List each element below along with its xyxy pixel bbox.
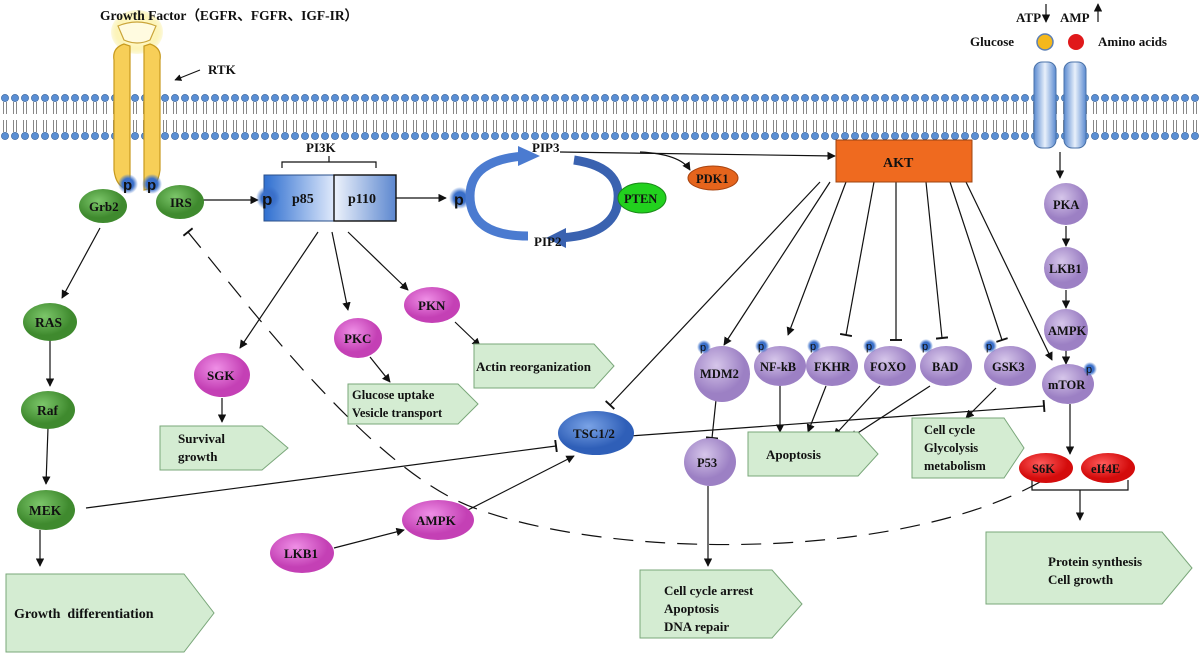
eif4e-node — [1081, 453, 1135, 483]
pip3-label: PIP3 — [532, 140, 560, 155]
p110-label: p110 — [348, 192, 376, 207]
lkb1-right-label: LKB1 — [1049, 262, 1082, 276]
svg-text:p: p — [123, 177, 132, 194]
cell-membrane — [0, 94, 1200, 140]
nfkb-label: NF-kB — [760, 360, 796, 374]
s6k-node — [1019, 453, 1073, 483]
outcome-metabolism-line2: Glycolysis — [924, 441, 978, 455]
mdm2-label: MDM2 — [700, 367, 739, 381]
svg-text:p: p — [147, 177, 156, 194]
outcome-arrest-line3: DNA repair — [664, 619, 729, 634]
glucose-label: Glucose — [970, 34, 1014, 49]
p85-label: p85 — [292, 192, 314, 207]
amino-acid-molecule — [1068, 34, 1084, 50]
outcome-actin: Actin reorganization — [476, 359, 592, 374]
pathway-edges — [35, 151, 1129, 567]
pi3k-complex: p — [256, 156, 397, 222]
tsc-label: TSC1/2 — [573, 426, 615, 441]
pkn-label: PKN — [418, 298, 446, 313]
growth-factor-label: Growth Factor（EGFR、FGFR、IGF-IR） — [100, 8, 358, 23]
outcome-growth-differentiation: Growth differentiation — [14, 607, 154, 622]
rtk-label: RTK — [208, 62, 237, 77]
outcome-metabolism-line3: metabolism — [924, 459, 986, 473]
nutrient-channel — [1033, 61, 1087, 149]
mek-label: MEK — [29, 503, 62, 518]
foxo-label: FOXO — [870, 360, 906, 374]
outcome-survival-line1: Survival — [178, 431, 225, 446]
outcome-glucose-line1: Glucose uptake — [352, 388, 435, 402]
pka-label: PKA — [1053, 198, 1079, 212]
sgk-label: SGK — [207, 368, 235, 383]
amp-label: AMP — [1060, 10, 1090, 25]
amino-acids-label: Amino acids — [1098, 34, 1167, 49]
p53-label: P53 — [697, 456, 717, 470]
irs-label: IRS — [170, 195, 192, 210]
eif4e-label: eIf4E — [1091, 462, 1120, 476]
bad-label: BAD — [932, 360, 958, 374]
svg-text:p: p — [262, 190, 272, 209]
rtk-pointer-arrow — [174, 69, 201, 81]
outcome-protein-line2: Cell growth — [1048, 572, 1114, 587]
ras-label: RAS — [35, 315, 62, 330]
akt-label: AKT — [883, 156, 914, 171]
svg-text:p: p — [1086, 364, 1092, 376]
fkhr-label: FKHR — [814, 360, 851, 374]
raf-label: Raf — [37, 403, 58, 418]
pkc-label: PKC — [344, 331, 371, 346]
magenta-nodes — [194, 287, 474, 573]
grb2-label: Grb2 — [89, 199, 119, 214]
svg-text:p: p — [866, 341, 872, 353]
pten-label: PTEN — [624, 192, 657, 206]
outcome-apoptosis: Apoptosis — [766, 447, 821, 462]
outcome-metabolism-line1: Cell cycle — [924, 423, 975, 437]
svg-text:p: p — [700, 342, 706, 354]
pip-cycle: p — [449, 146, 739, 248]
mtor-label: mTOR — [1048, 378, 1086, 392]
svg-text:p: p — [810, 341, 816, 353]
outcome-boxes — [5, 343, 1193, 653]
pi3k-title: PI3K — [306, 140, 337, 155]
svg-text:p: p — [758, 341, 764, 353]
tsc-node — [558, 411, 634, 455]
node-phospho-icons: p p p p p p p — [697, 339, 1097, 376]
rtk-phospho-icon: p p — [118, 174, 162, 194]
ampk-left-label: AMPK — [416, 513, 457, 528]
outcome-protein-line1: Protein synthesis — [1048, 554, 1142, 569]
svg-text:p: p — [454, 192, 464, 209]
svg-text:p: p — [986, 341, 992, 353]
atp-label: ATP — [1016, 10, 1041, 25]
ampk-right-label: AMPK — [1048, 324, 1086, 338]
purple-nodes — [684, 183, 1094, 486]
pdk1-label: PDK1 — [696, 172, 729, 186]
pip2-label: PIP2 — [534, 234, 561, 249]
svg-text:p: p — [922, 341, 928, 353]
outcome-arrest-line2: Apoptosis — [664, 601, 719, 616]
outcome-glucose-line2: Vesicle transport — [352, 406, 443, 420]
s6k-label: S6K — [1032, 462, 1055, 476]
outcome-arrest-line1: Cell cycle arrest — [664, 583, 754, 598]
glucose-molecule — [1036, 33, 1054, 51]
akt-box — [835, 139, 973, 183]
outcome-survival-line2: growth — [178, 449, 218, 464]
gsk3-label: GSK3 — [992, 360, 1025, 374]
green-nodes — [17, 185, 204, 530]
rtk-receptor — [111, 10, 163, 191]
lkb1-left-label: LKB1 — [284, 546, 318, 561]
